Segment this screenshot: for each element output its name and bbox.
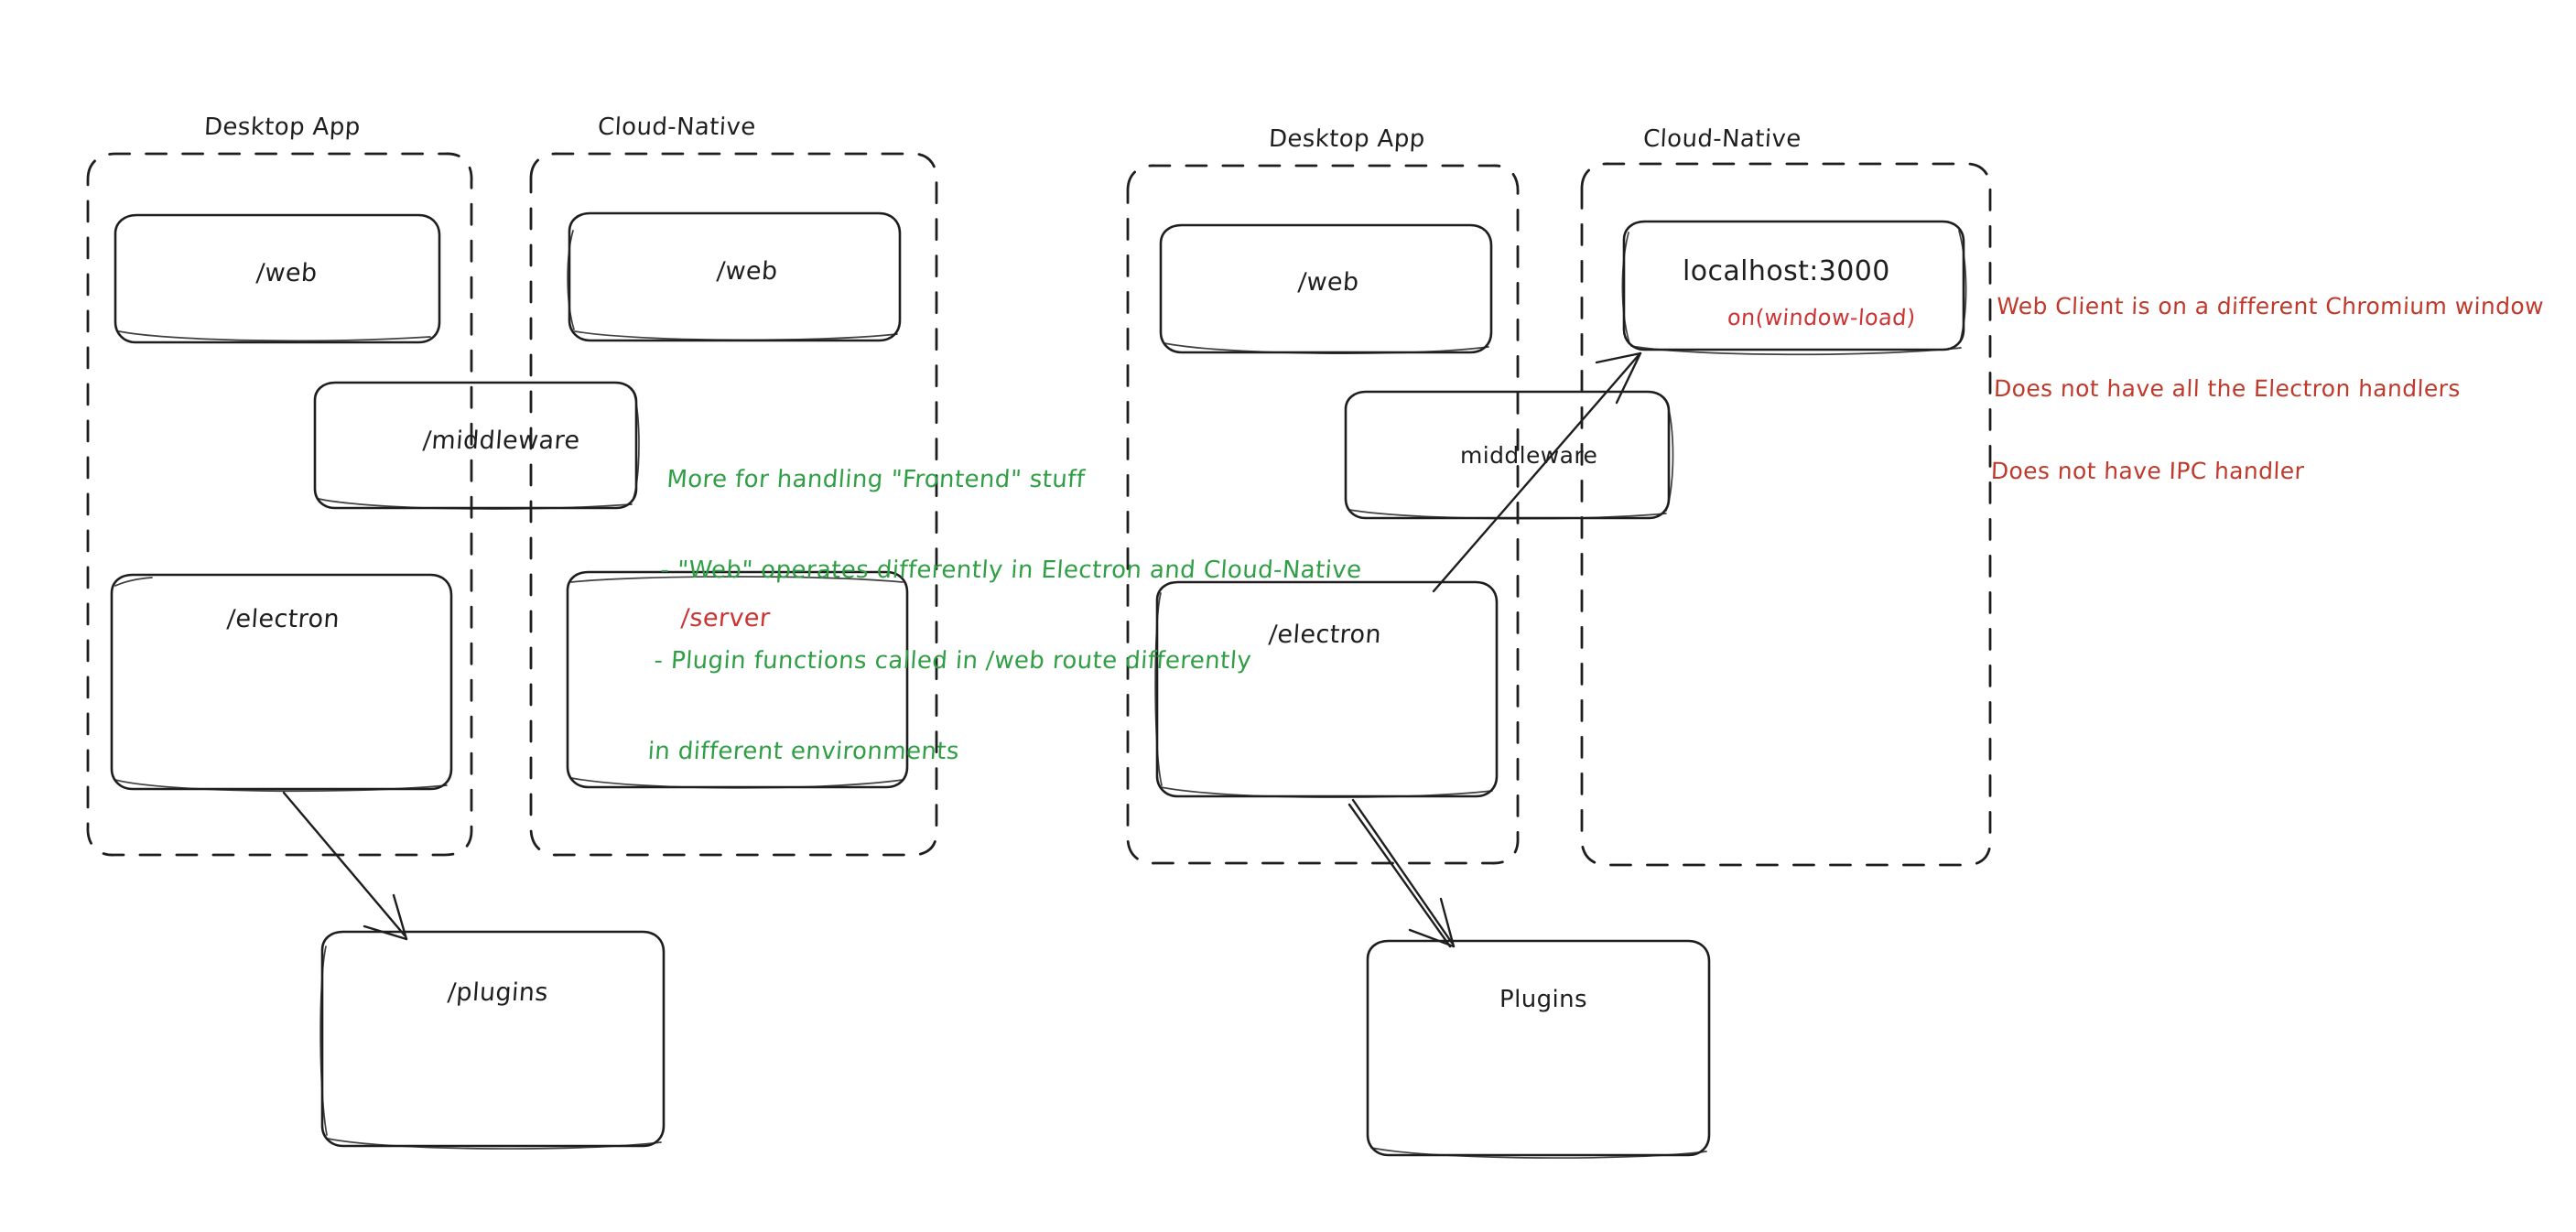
node-left-desktop-web[interactable] bbox=[115, 215, 439, 342]
group-label-left-cloud-native: Cloud-Native bbox=[597, 113, 757, 141]
node-label-right-localhost: localhost:3000 bbox=[1683, 255, 1890, 287]
node-left-middleware[interactable] bbox=[315, 383, 636, 508]
node-left-desktop-electron[interactable] bbox=[112, 575, 451, 789]
annotation-red-line-3: Does not have IPC handler bbox=[1990, 458, 2305, 484]
node-right-middleware[interactable] bbox=[1346, 392, 1669, 518]
node-left-plugins[interactable] bbox=[322, 932, 664, 1146]
node-left-cloud-web[interactable] bbox=[569, 213, 900, 340]
annotation-red-note: Web Client is on a different Chromium wi… bbox=[1988, 238, 2546, 540]
node-right-desktop-electron[interactable] bbox=[1157, 582, 1497, 796]
node-label-right-plugins: Plugins bbox=[1499, 986, 1587, 1013]
node-left-cloud-server[interactable] bbox=[568, 572, 907, 787]
node-right-localhost[interactable] bbox=[1624, 222, 1964, 350]
node-right-plugins[interactable] bbox=[1368, 941, 1709, 1155]
annotation-red-line-1: Web Client is on a different Chromium wi… bbox=[1996, 293, 2545, 319]
node-label-right-middleware: middleware bbox=[1460, 442, 1598, 469]
group-label-left-desktop-app: Desktop App bbox=[203, 113, 362, 141]
group-label-right-desktop-app: Desktop App bbox=[1268, 125, 1426, 153]
annotation-red-line-2: Does not have all the Electron handlers bbox=[1993, 375, 2462, 402]
group-label-right-cloud-native: Cloud-Native bbox=[1642, 125, 1802, 153]
node-right-desktop-web[interactable] bbox=[1161, 225, 1491, 352]
